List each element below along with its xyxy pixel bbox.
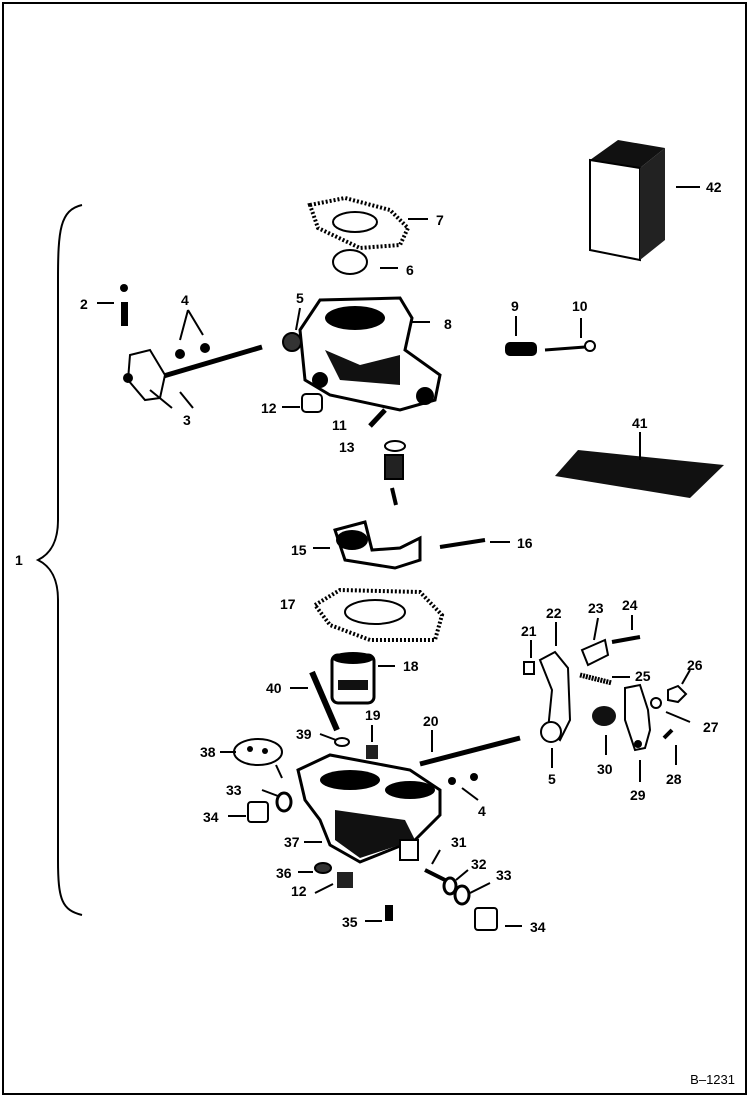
part-42-kit-box <box>589 140 700 262</box>
callout-27: 27 <box>703 719 719 735</box>
callout-7: 7 <box>436 212 444 228</box>
part-9-idle-spring <box>505 316 537 356</box>
part-11-screw <box>368 408 387 428</box>
callout-4: 4 <box>181 292 189 308</box>
callout-17: 17 <box>280 596 296 612</box>
callout-24: 24 <box>622 597 638 613</box>
assembly-brace <box>35 204 83 916</box>
part-33-washer-left <box>261 789 293 813</box>
callout-30: 30 <box>597 761 613 777</box>
part-17-bowl-gasket <box>312 587 445 642</box>
callout-6: 6 <box>406 262 414 278</box>
callout-22: 22 <box>546 605 562 621</box>
callout-29: 29 <box>630 787 646 803</box>
part-37-float-bowl <box>296 753 442 864</box>
callout-18: 18 <box>403 658 419 674</box>
callout-19: 19 <box>365 707 381 723</box>
callout-40: 40 <box>266 680 282 696</box>
callout-3: 3 <box>183 412 191 428</box>
part-41-gasket-sheet <box>555 432 724 498</box>
part-6-throttle-plate <box>332 249 398 275</box>
part-34-plug-left <box>228 801 269 823</box>
callout-11: 11 <box>332 417 347 433</box>
callout-23: 23 <box>588 600 604 616</box>
callout-33-right: 33 <box>496 867 512 883</box>
callout-5: 5 <box>296 290 304 306</box>
callout-34-right: 34 <box>530 919 546 935</box>
part-15-float <box>313 520 422 570</box>
part-25-spring <box>579 672 630 686</box>
part-23-bracket <box>580 617 610 667</box>
callout-34: 34 <box>203 809 219 825</box>
callout-12-lower: 12 <box>291 883 307 899</box>
callout-41: 41 <box>632 415 648 431</box>
part-32-washer <box>442 869 469 896</box>
part-2-screw <box>97 284 128 326</box>
part-12-plug-lower <box>314 872 353 894</box>
callout-38: 38 <box>200 744 216 760</box>
callout-28: 28 <box>666 771 682 787</box>
callout-2: 2 <box>80 296 88 312</box>
part-24-screw <box>611 615 641 644</box>
part-21-clip <box>523 640 535 675</box>
part-5-bushing-lower <box>540 721 562 768</box>
part-29-throttle-lever <box>624 683 652 782</box>
callout-35: 35 <box>342 914 358 930</box>
part-26-nut <box>667 669 691 704</box>
part-40-main-jet <box>290 670 340 732</box>
callout-32: 32 <box>471 856 487 872</box>
part-36-plug <box>298 862 332 874</box>
callout-12: 12 <box>261 400 277 416</box>
part-22-choke-lever <box>538 622 572 742</box>
part-4-screws-upper <box>175 309 210 359</box>
part-18-venturi <box>330 652 395 705</box>
callout-31: 31 <box>451 834 467 850</box>
callout-36: 36 <box>276 865 292 881</box>
part-33-washer-right <box>453 882 491 906</box>
callout-25: 25 <box>635 668 651 684</box>
part-13-washer <box>384 440 406 452</box>
callout-15: 15 <box>291 542 307 558</box>
part-31-needle <box>424 849 446 882</box>
callout-1: 1 <box>15 552 23 568</box>
callout-13: 13 <box>339 439 355 455</box>
callout-21: 21 <box>521 623 537 639</box>
callout-16: 16 <box>517 535 533 551</box>
callout-39: 39 <box>296 726 312 742</box>
part-30-spring <box>592 706 616 755</box>
callout-33: 33 <box>226 782 242 798</box>
callout-10: 10 <box>572 298 588 314</box>
part-38-choke-plate <box>220 738 283 779</box>
part-16-float-axle <box>439 538 510 549</box>
part-14-inlet-valve <box>384 454 404 506</box>
part-39-washer <box>319 733 350 747</box>
part-7-gasket <box>307 195 428 251</box>
part-8-throttle-body <box>298 296 442 412</box>
callout-8: 8 <box>444 316 452 332</box>
part-34-plug-right <box>474 907 522 931</box>
part-10-idle-screw <box>544 318 596 352</box>
callout-37: 37 <box>284 834 300 850</box>
part-3-throttle-shaft <box>123 344 263 409</box>
part-19-idle-jet <box>366 725 378 759</box>
part-5-bushing-upper <box>282 307 302 352</box>
figure-reference: B–1231 <box>690 1072 735 1087</box>
callout-20: 20 <box>423 713 439 729</box>
callout-26: 26 <box>687 657 703 673</box>
callout-9: 9 <box>511 298 519 314</box>
part-20-choke-shaft <box>419 730 521 767</box>
part-4-screws-lower <box>448 773 479 801</box>
part-27-washer <box>650 697 691 723</box>
callout-4-lower: 4 <box>478 803 486 819</box>
part-35-drain-screw <box>365 905 393 922</box>
callout-5-lower: 5 <box>548 771 556 787</box>
part-12-plug-upper <box>282 393 323 413</box>
part-28-screw <box>662 728 677 765</box>
callout-42: 42 <box>706 179 722 195</box>
